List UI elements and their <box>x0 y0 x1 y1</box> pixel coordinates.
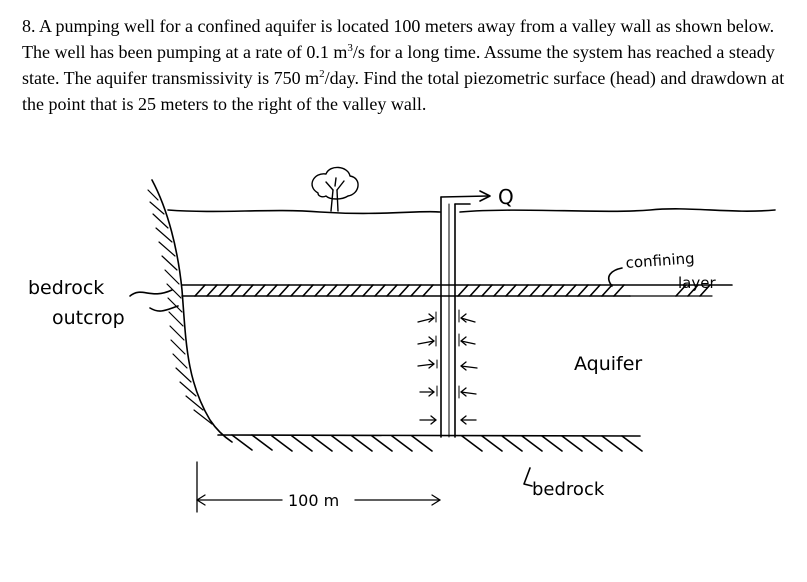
distance-dimension <box>196 461 441 513</box>
problem-text-part1: A pumping well for a confined aquifer is… <box>22 16 775 62</box>
superscript-cubed: 3 <box>347 42 353 54</box>
valley-wall <box>151 179 233 443</box>
bedrock-outcrop-label-line2: outcrop <box>52 307 125 329</box>
valley-wall-hatching <box>147 189 213 425</box>
tree-icon <box>311 166 359 212</box>
bedrock-bottom-leader <box>523 467 533 487</box>
bedrock-outcrop-label-line1: bedrock <box>28 277 104 299</box>
problem-text-part2: /s for a long time. Assume the system ha… <box>22 42 775 88</box>
flow-arrows-right <box>458 309 478 425</box>
aquifer-label: Aquifer <box>574 353 642 375</box>
flow-arrows-left <box>417 311 438 425</box>
confining-layer-label-line1: confining <box>625 249 695 272</box>
bedrock-bottom-label: bedrock <box>532 479 605 500</box>
confining-layer-label-line2: layer <box>678 274 716 292</box>
problem-statement: 8. A pumping well for a confined aquifer… <box>22 13 792 117</box>
bedrock-outcrop-leader <box>129 289 173 297</box>
discharge-label: Q <box>498 185 514 209</box>
confining-layer-leader <box>607 267 623 287</box>
aquifer-bottom-bedrock <box>217 434 643 452</box>
superscript-squared: 2 <box>319 68 325 80</box>
discharge-arrow <box>479 190 491 202</box>
problem-text-part3: /day. Find the total piezometric surface… <box>22 68 785 114</box>
problem-number: 8. <box>22 16 36 36</box>
distance-label: 100 m <box>288 491 339 510</box>
pumping-well <box>440 195 489 438</box>
bedrock-outcrop-leader-2 <box>149 305 179 312</box>
confining-layer <box>181 284 733 297</box>
ground-surface-line <box>167 208 776 215</box>
